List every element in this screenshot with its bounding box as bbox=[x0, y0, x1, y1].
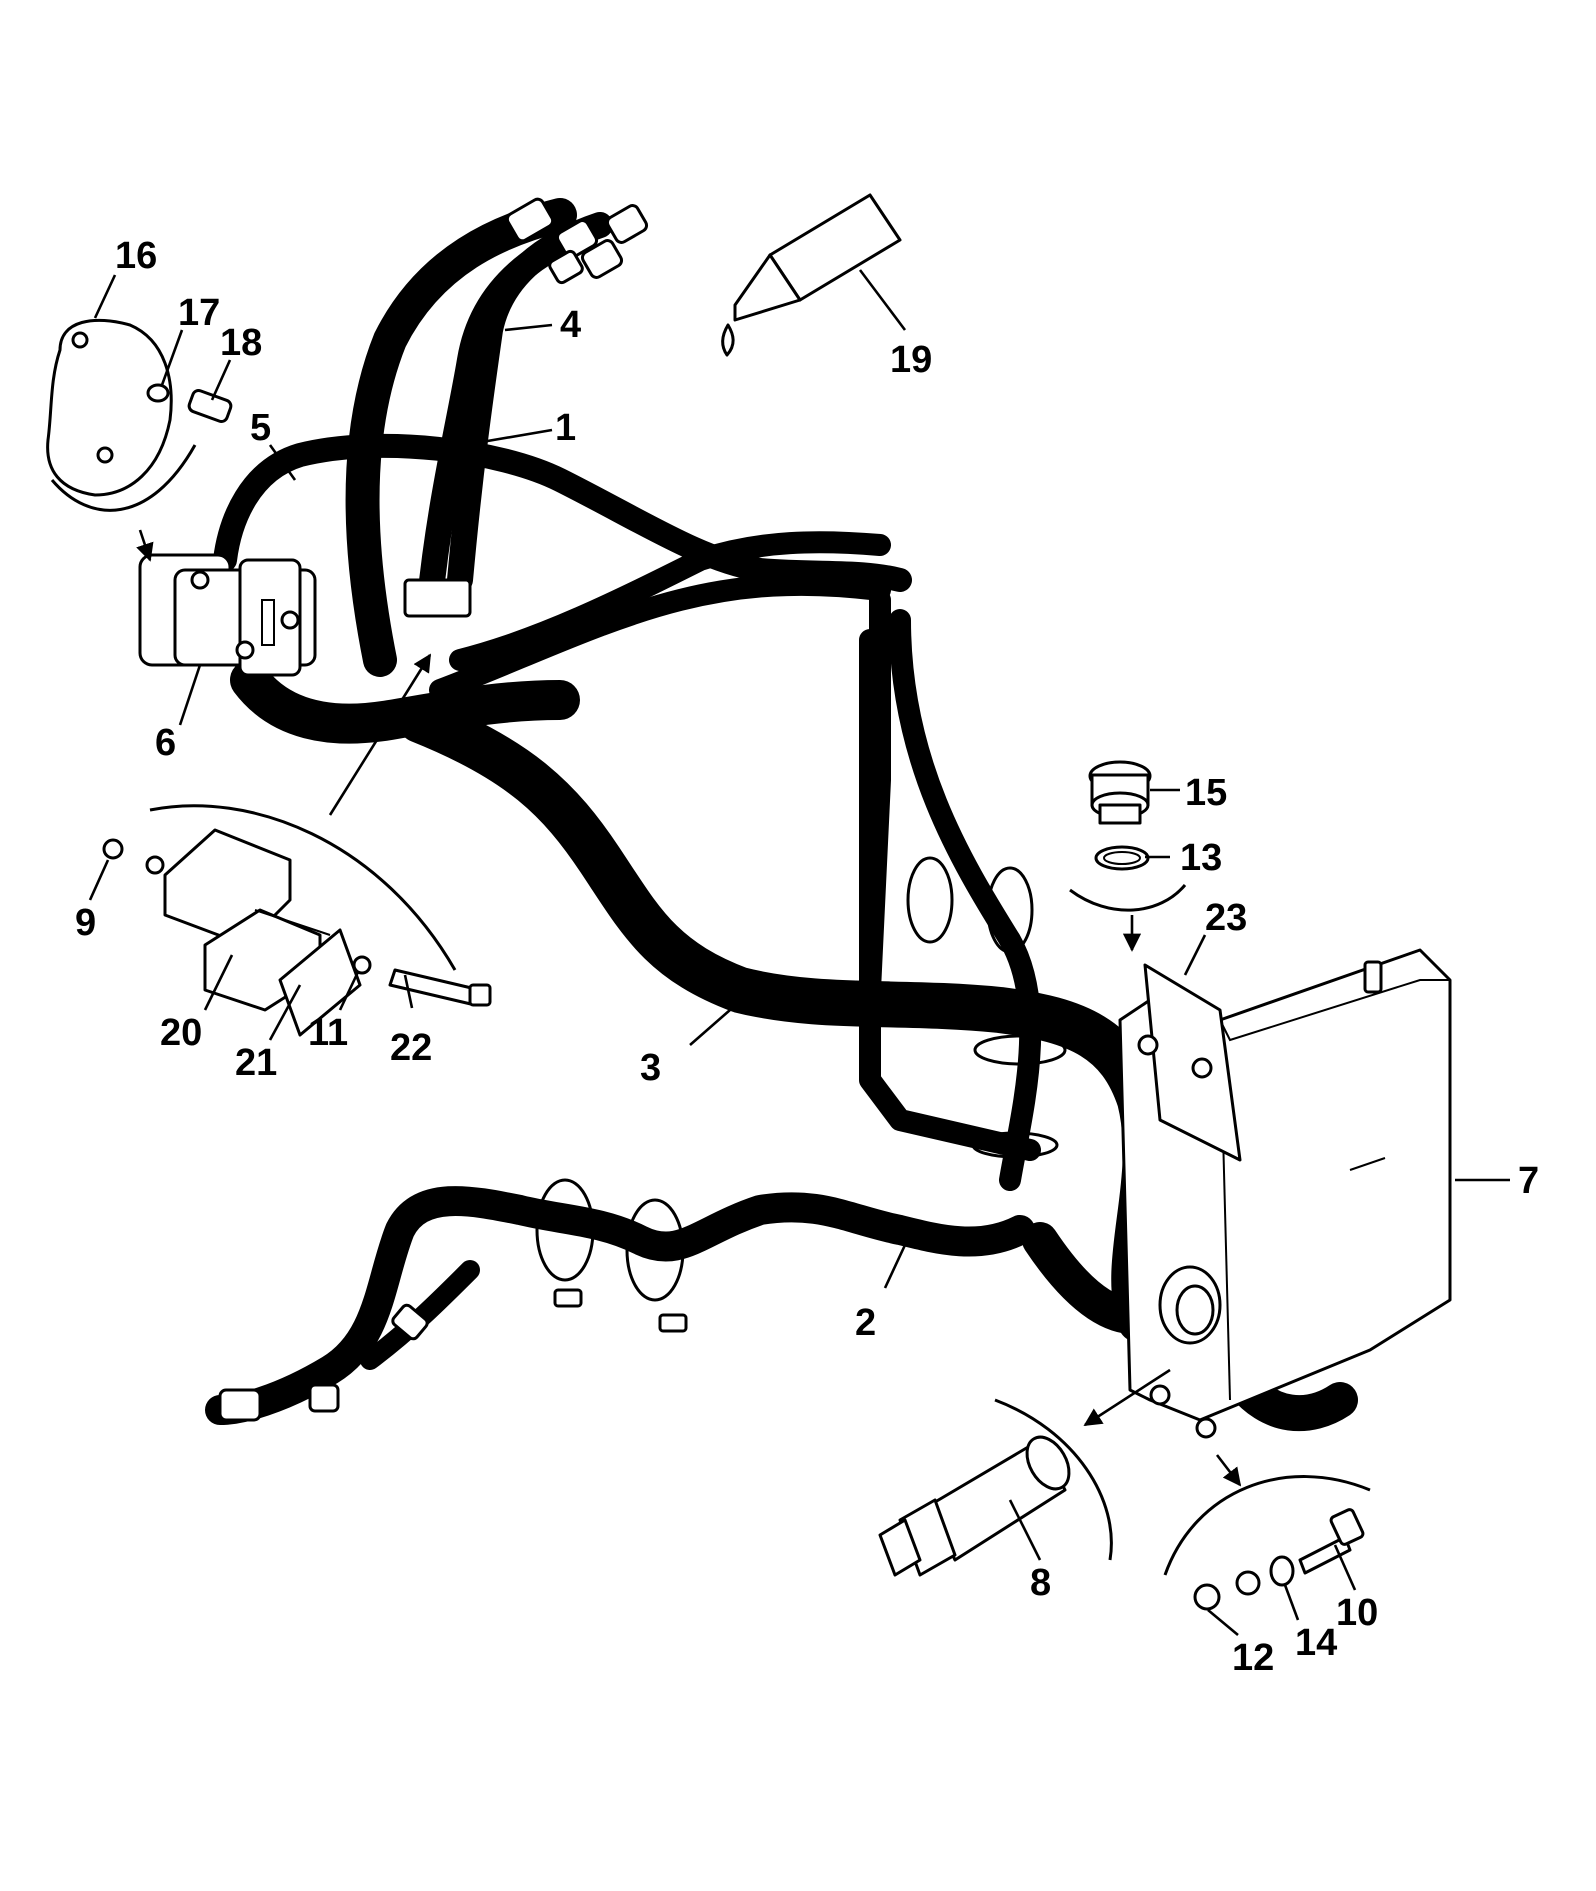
hose-clamps-lower bbox=[535, 856, 1067, 1333]
hose-clamp-block bbox=[403, 578, 472, 618]
callout-20: 20 bbox=[160, 1012, 202, 1054]
filler-plug-detail bbox=[1069, 760, 1187, 952]
callout-17: 17 bbox=[178, 292, 220, 334]
bolt-set-detail bbox=[1163, 1454, 1371, 1611]
hydraulic-tank bbox=[1118, 948, 1452, 1439]
callout-5: 5 bbox=[250, 407, 271, 449]
callout-9: 9 bbox=[75, 902, 96, 944]
lower-hose-end-fitting bbox=[218, 1303, 429, 1422]
callout-3: 3 bbox=[640, 1047, 661, 1089]
callout-7: 7 bbox=[1518, 1160, 1539, 1202]
filter-detail bbox=[878, 1368, 1171, 1577]
callout-15: 15 bbox=[1185, 772, 1227, 814]
callout-11: 11 bbox=[308, 1012, 348, 1054]
callout-19: 19 bbox=[890, 339, 932, 381]
callout-12: 12 bbox=[1232, 1637, 1274, 1679]
pump bbox=[138, 553, 317, 677]
sealant-tube-detail bbox=[721, 193, 902, 357]
callout-13: 13 bbox=[1180, 837, 1222, 879]
callout-4: 4 bbox=[560, 304, 581, 346]
callout-18: 18 bbox=[220, 322, 262, 364]
callout-14: 14 bbox=[1295, 1622, 1337, 1664]
callout-2: 2 bbox=[855, 1302, 876, 1344]
callout-22: 22 bbox=[390, 1027, 432, 1069]
hose-end-fittings bbox=[505, 197, 649, 285]
callout-21: 21 bbox=[235, 1042, 277, 1084]
clamp-assembly-detail bbox=[102, 653, 492, 1037]
gasket-detail bbox=[46, 318, 233, 562]
callout-labels: 1 2 3 4 5 6 7 8 9 10 11 12 13 14 15 16 1… bbox=[75, 235, 1539, 1679]
callout-23: 23 bbox=[1205, 897, 1247, 939]
callout-leaders bbox=[88, 269, 1510, 1636]
hose-network bbox=[205, 198, 1358, 1432]
callout-16: 16 bbox=[115, 235, 157, 277]
callout-1: 1 bbox=[555, 407, 576, 449]
callout-6: 6 bbox=[155, 722, 176, 764]
callout-10: 10 bbox=[1336, 1592, 1378, 1634]
callout-8: 8 bbox=[1030, 1562, 1051, 1604]
